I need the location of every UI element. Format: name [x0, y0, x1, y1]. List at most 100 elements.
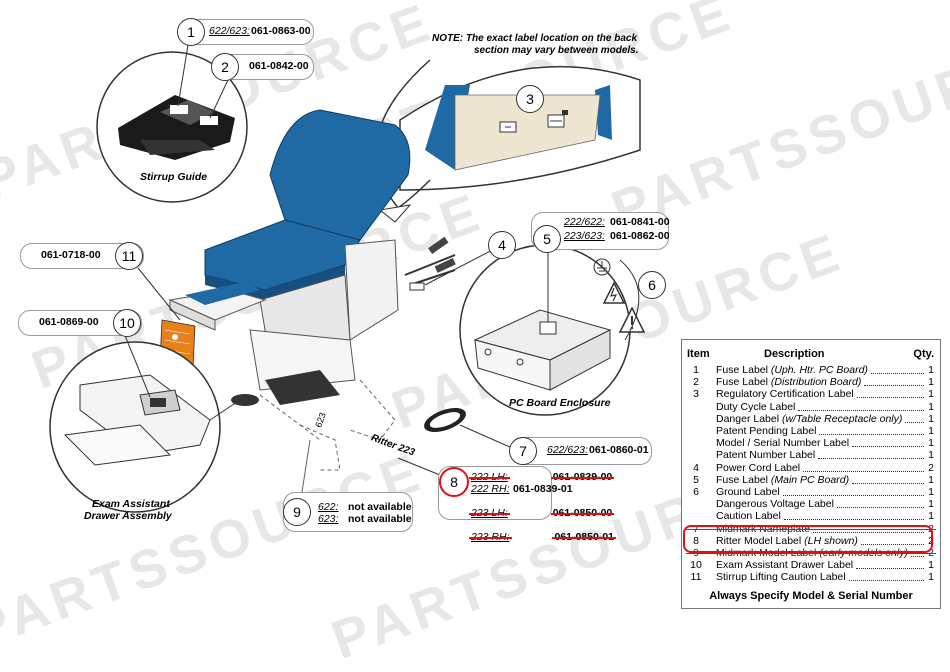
- callout-8-part-3: 061-0850-00: [552, 507, 613, 519]
- callout-8-models-1: 222 LH:: [471, 471, 508, 483]
- legend-row-item: 8: [693, 534, 699, 547]
- callout-9-models-2: 623:: [318, 513, 339, 525]
- callout-2-part: 061-0842-00: [249, 60, 309, 72]
- callout-5-number: 5: [533, 225, 561, 253]
- legend-row-leader: [870, 373, 924, 374]
- legend-row-description-text: Exam Assistant Drawer Label: [716, 559, 854, 572]
- legend-row-description-text: Model / Serial Number Label: [716, 437, 850, 450]
- stirrup-guide-detail: [96, 44, 248, 203]
- callout-11-number: 11: [115, 242, 143, 270]
- callout-9-value-1: not available: [348, 501, 412, 513]
- legend-row-description: Caution Label: [716, 510, 781, 522]
- legend-row-leader: [803, 470, 924, 472]
- legend-row-leader: [852, 482, 924, 484]
- legend-row-description-note: (w/Table Receptacle only): [781, 412, 903, 425]
- legend-row-description-text: Ground Label: [716, 486, 780, 498]
- legend-header-qty: Qty.: [913, 348, 934, 360]
- legend-row-description: Patent Number Label: [716, 449, 815, 461]
- legend-row-qty: 1: [928, 571, 934, 584]
- legend-row-leader: [852, 446, 924, 448]
- callout-5-models-2: 223/623:: [564, 230, 605, 242]
- drawer-assembly-detail: [49, 332, 241, 513]
- legend-row-item: 10: [690, 559, 702, 572]
- legend-row-qty: 1: [928, 388, 934, 401]
- note-line-2: section may vary between models.: [474, 45, 639, 56]
- callout-9-value-2: not available: [348, 513, 412, 525]
- legend-row-item: 6: [693, 486, 699, 498]
- callout-10-part: 061-0869-00: [39, 316, 99, 328]
- legend-row-qty: 1: [928, 498, 934, 511]
- legend-row-qty: 1: [928, 486, 934, 498]
- legend-row-description-note: (LH shown): [804, 534, 858, 547]
- legend-row-description: Regulatory Certification Label: [716, 388, 854, 400]
- legend-row-description-text: Stirrup Lifting Caution Label: [716, 571, 846, 584]
- callout-8-part-2: 061-0839-01: [513, 483, 573, 495]
- drawer-caption-line-1: Exam Assistant: [92, 498, 170, 510]
- legend-row-strikethrough: [686, 553, 936, 554]
- callout-2: 2 061-0842-00: [211, 53, 314, 81]
- exam-table-illustration: [49, 44, 646, 513]
- callout-11-part: 061-0718-00: [41, 249, 101, 261]
- legend-row-description-text: Fuse Label: [716, 364, 768, 376]
- legend-row-leader: [905, 421, 924, 423]
- legend-row-qty: 1: [928, 400, 934, 413]
- legend-row-qty: 2: [928, 461, 934, 474]
- legend-row-leader: [836, 507, 924, 509]
- callout-11: 061-0718-00 11: [20, 242, 144, 270]
- legend-row-description-text: Duty Cycle Label: [716, 400, 796, 413]
- legend-row-description-text: Caution Label: [716, 510, 781, 523]
- legend-row-description: Danger Label (w/Table Receptacle only): [716, 413, 902, 425]
- legend-row-leader: [819, 434, 924, 435]
- legend-row-leader: [860, 543, 924, 545]
- legend-row-description: Fuse Label (Main PC Board): [716, 474, 849, 486]
- legend-row-qty: 1: [928, 510, 934, 523]
- callout-7: 7 622/623: 061-0860-01: [509, 437, 652, 465]
- callout-5-part-2: 061-0862-00: [610, 230, 670, 242]
- legend-row-leader: [864, 385, 924, 387]
- legend-row-leader: [782, 495, 924, 496]
- legend-row-strikethrough: [686, 528, 936, 530]
- callout-8-part-1: 061-0839-00: [552, 471, 613, 483]
- legend-header-item: Item: [687, 348, 710, 360]
- callout-1-part: 061-0863-00: [251, 25, 311, 37]
- highlight-item-8: [683, 525, 933, 553]
- callout-8-number: 8: [439, 467, 469, 497]
- callout-7-part: 061-0860-01: [589, 444, 649, 456]
- legend-row-description-text: Danger Label: [716, 412, 780, 425]
- callout-7-number: 7: [509, 437, 537, 465]
- legend-row-qty: 1: [928, 473, 934, 486]
- legend-row-leader: [848, 580, 924, 582]
- legend-row-leader: [818, 458, 924, 460]
- legend-row: 6 Ground Label 1: [682, 486, 940, 498]
- legend-row-description-text: Patent Number Label: [716, 449, 816, 462]
- legend-row-description-note: (Uph. Htr. PC Board): [770, 364, 868, 376]
- pc-board-enclosure-caption: PC Board Enclosure: [509, 397, 611, 409]
- legend-row-description: Stirrup Lifting Caution Label: [716, 571, 846, 583]
- legend-header-description: Description: [764, 348, 825, 360]
- legend-row-description: Patent Pending Label: [716, 425, 816, 437]
- callout-8-models-2: 222 RH:: [471, 483, 510, 495]
- legend-row-description-text: Fuse Label: [716, 473, 768, 486]
- legend-row-description-text: Patent Pending Label: [716, 425, 817, 437]
- legend-row-description-note: (Distribution Board): [770, 376, 862, 389]
- legend-row-description-text: Power Cord Label: [716, 461, 801, 474]
- legend-row-leader: [798, 409, 924, 411]
- callout-8-part-4: 061-0850-01: [554, 531, 615, 543]
- note-line-1: NOTE: The exact label location on the ba…: [432, 33, 638, 44]
- legend-row-qty: 1: [928, 364, 934, 376]
- callout-8-models-4: 223 RH:: [471, 531, 510, 543]
- legend-row-item: 2: [693, 376, 699, 389]
- legend-row-description-text: Regulatory Certification Label: [716, 388, 854, 401]
- callout-9-models-1: 622:: [318, 501, 339, 513]
- legend-row-leader: [812, 531, 924, 533]
